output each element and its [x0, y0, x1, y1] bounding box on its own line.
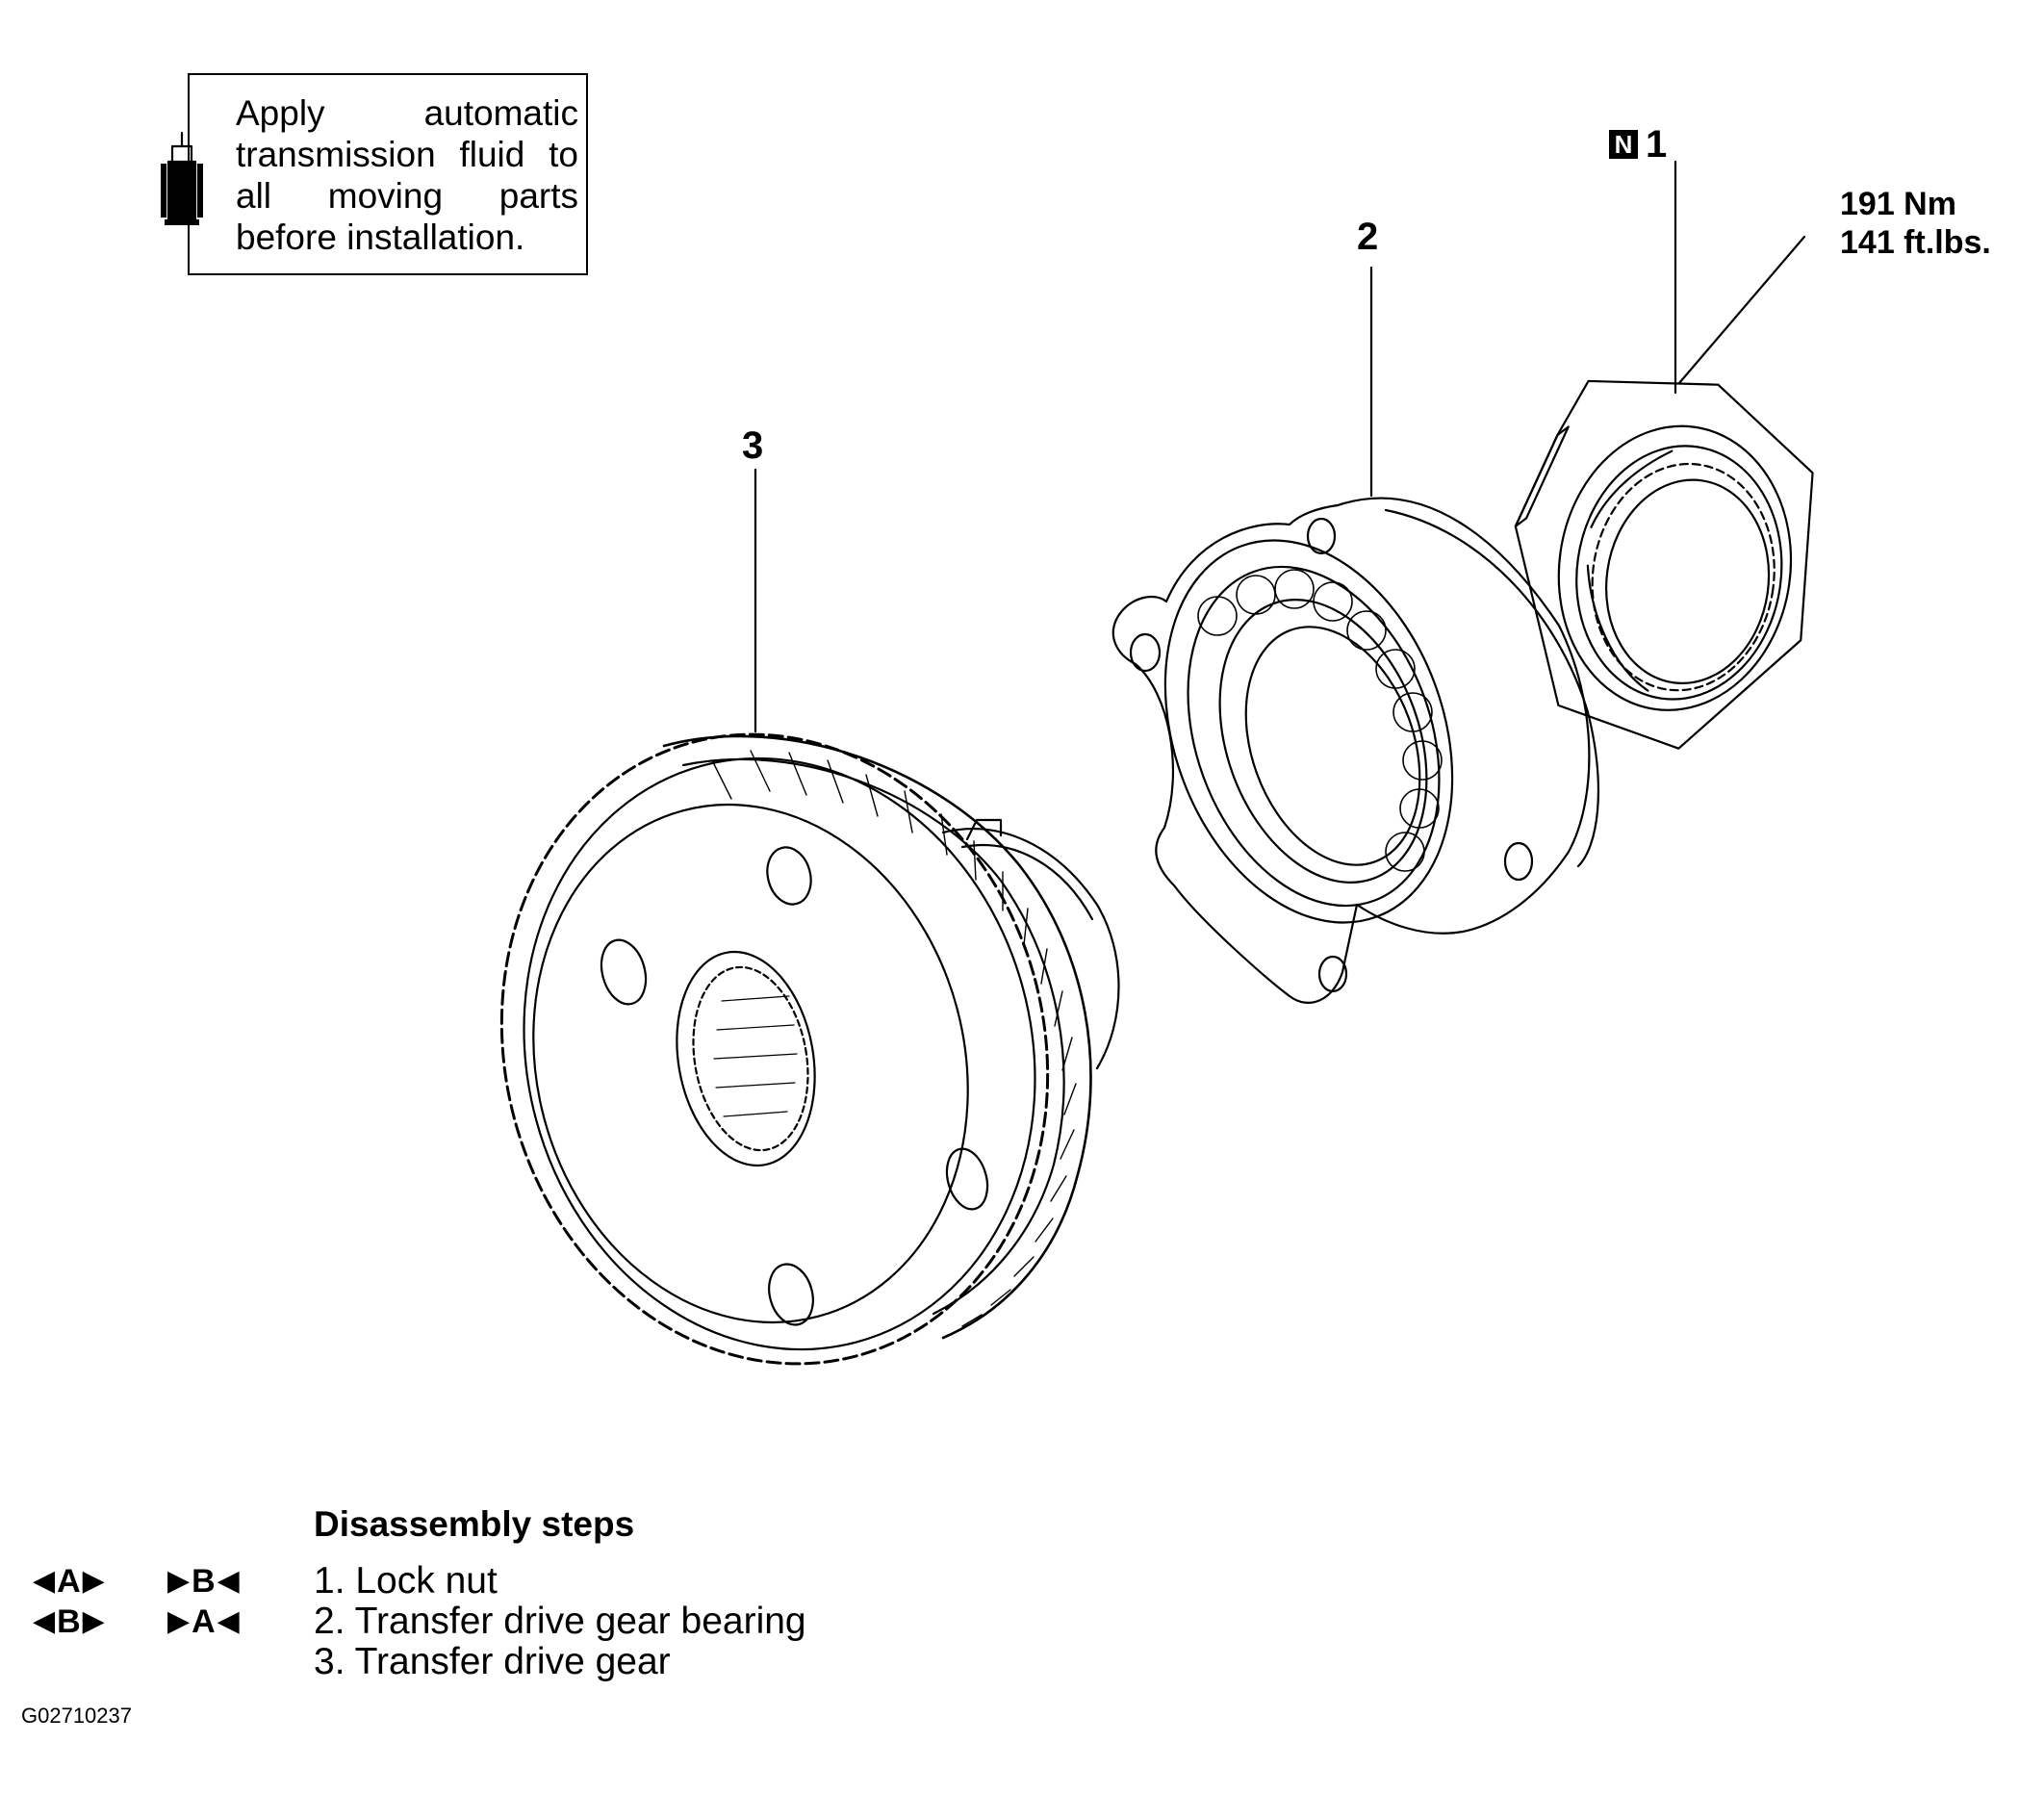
left-triangle-icon: ◀ — [217, 1565, 240, 1597]
install-mark: ▶ A ◀ — [167, 1603, 240, 1640]
oil-can-icon — [161, 131, 203, 225]
right-triangle-icon: ▶ — [82, 1605, 105, 1637]
callout-part-2: 2 — [1357, 216, 1379, 258]
note-text: Apply automatic transmission fluid to al… — [236, 93, 578, 257]
mark-row: ◀ B ▶ ▶ A ◀ — [33, 1602, 293, 1642]
list-item: 3. Transfer drive gear — [314, 1641, 671, 1682]
removal-mark: ◀ B ▶ — [33, 1603, 105, 1640]
left-triangle-icon: ◀ — [217, 1605, 240, 1637]
lock-nut-drawing — [1514, 379, 1814, 750]
steps-list: 1. Lock nut 2. Transfer drive gear beari… — [314, 1561, 806, 1682]
right-triangle-icon: ▶ — [167, 1565, 191, 1597]
drive-gear-bearing-drawing — [1111, 497, 1599, 1004]
transfer-drive-gear-drawing — [499, 732, 1120, 1366]
list-item: 2. Transfer drive gear bearing — [314, 1601, 806, 1642]
callout-part-3: 3 — [742, 424, 764, 467]
right-triangle-icon: ▶ — [82, 1565, 105, 1597]
list-item: 1. Lock nut — [314, 1560, 498, 1602]
install-mark: ▶ B ◀ — [167, 1563, 240, 1600]
mark-row: ◀ A ▶ ▶ B ◀ — [33, 1561, 293, 1602]
callout-part-1: 1 — [1646, 123, 1668, 166]
torque-metric: 191 Nm — [1840, 186, 1956, 222]
new-part-badge: N — [1609, 130, 1638, 159]
leader-lines — [754, 160, 1806, 733]
torque-spec: 191 Nm 141 ft.lbs. — [1840, 185, 1991, 262]
right-triangle-icon: ▶ — [167, 1605, 191, 1637]
steps-title: Disassembly steps — [314, 1504, 635, 1544]
note-box: Apply automatic transmission fluid to al… — [188, 73, 588, 275]
left-triangle-icon: ◀ — [33, 1605, 56, 1637]
left-triangle-icon: ◀ — [33, 1565, 56, 1597]
removal-mark: ◀ A ▶ — [33, 1563, 105, 1600]
service-marks: ◀ A ▶ ▶ B ◀ ◀ B ▶ ▶ A ◀ — [33, 1561, 293, 1642]
figure-id: G02710237 — [21, 1704, 132, 1728]
torque-imperial: 141 ft.lbs. — [1840, 224, 1991, 261]
